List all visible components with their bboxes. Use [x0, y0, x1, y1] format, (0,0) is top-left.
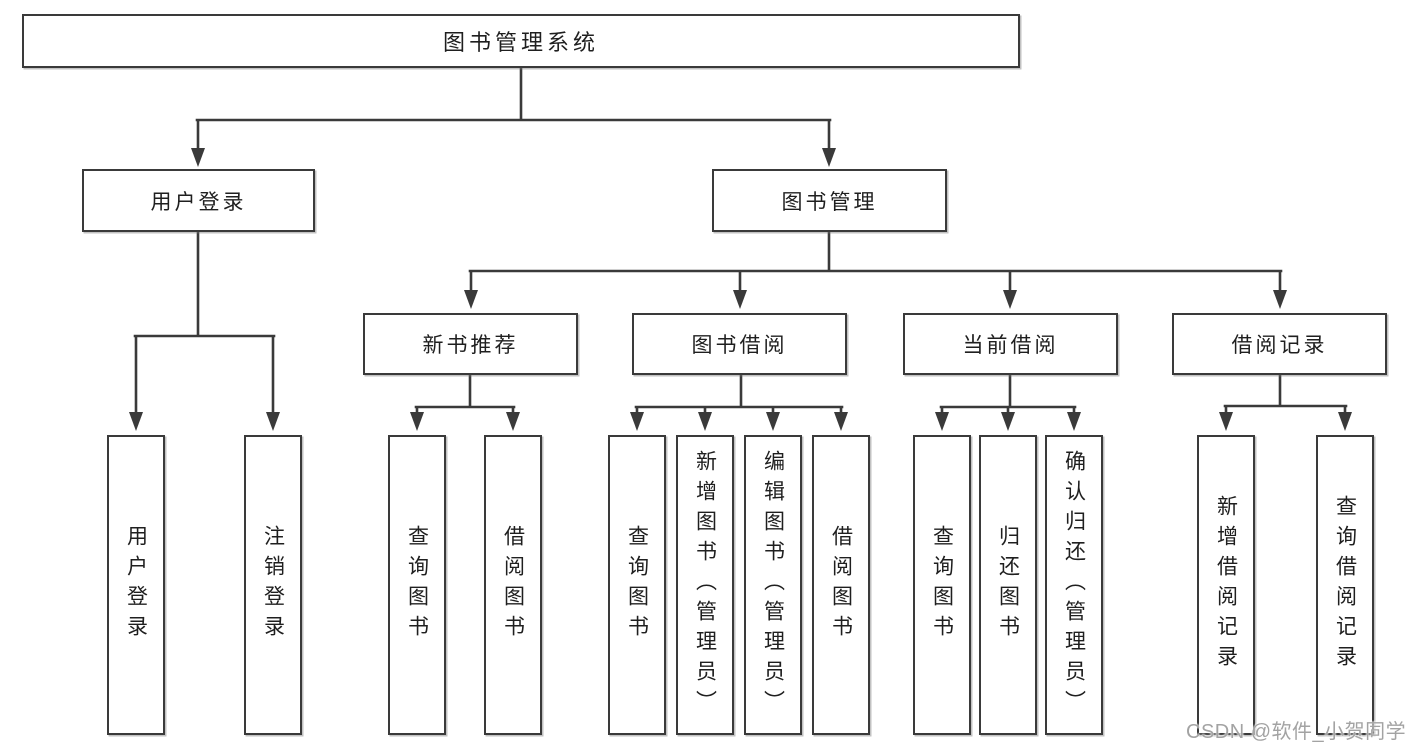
node-new-book-recommend: 新书推荐 — [363, 313, 578, 375]
leaf-label: 新增图书（管理员） — [693, 450, 717, 720]
leaf-borrow-add-books-admin: 新增图书（管理员） — [676, 435, 734, 735]
node-book-borrowing: 图书借阅 — [632, 313, 847, 375]
leaf-current-query-books: 查询图书 — [913, 435, 971, 735]
leaf-newbook-borrow-books: 借阅图书 — [484, 435, 542, 735]
leaf-newbook-query-books: 查询图书 — [388, 435, 446, 735]
node-borrowing-records: 借阅记录 — [1172, 313, 1387, 375]
leaf-label: 新增借阅记录 — [1214, 495, 1238, 675]
leaf-label: 归还图书 — [996, 525, 1020, 645]
node-label: 图书借阅 — [691, 334, 788, 357]
node-label: 新书推荐 — [422, 334, 519, 357]
leaf-label: 查询图书 — [625, 525, 649, 645]
leaf-current-confirm-return-admin: 确认归还（管理员） — [1045, 435, 1103, 735]
leaf-label: 查询借阅记录 — [1333, 495, 1357, 675]
leaf-label: 查询图书 — [405, 525, 429, 645]
leaf-label: 查询图书 — [930, 525, 954, 645]
leaf-user-login: 用户登录 — [107, 435, 165, 735]
leaf-label: 借阅图书 — [829, 525, 853, 645]
node-current-borrowing: 当前借阅 — [903, 313, 1118, 375]
leaf-label: 注销登录 — [261, 525, 285, 645]
leaf-records-add-record: 新增借阅记录 — [1197, 435, 1255, 735]
leaf-borrow-borrow-books: 借阅图书 — [812, 435, 870, 735]
leaf-label: 用户登录 — [124, 525, 148, 645]
leaf-records-query-record: 查询借阅记录 — [1316, 435, 1374, 735]
node-label: 图书管理 — [781, 190, 878, 214]
node-label: 借阅记录 — [1231, 334, 1328, 357]
csdn-watermark: CSDN @软件_小贺同学 — [1186, 721, 1405, 743]
leaf-logout: 注销登录 — [244, 435, 302, 735]
node-label: 图书管理系统 — [442, 30, 599, 55]
leaf-label: 编辑图书（管理员） — [761, 450, 785, 720]
node-label: 用户登录 — [150, 190, 247, 214]
leaf-label: 借阅图书 — [501, 525, 525, 645]
node-label: 当前借阅 — [962, 334, 1059, 357]
node-book-management: 图书管理 — [712, 169, 947, 232]
node-library-management-system: 图书管理系统 — [22, 14, 1020, 68]
leaf-borrow-edit-books-admin: 编辑图书（管理员） — [744, 435, 802, 735]
leaf-current-return-books: 归还图书 — [979, 435, 1037, 735]
leaf-borrow-query-books: 查询图书 — [608, 435, 666, 735]
leaf-label: 确认归还（管理员） — [1062, 450, 1086, 720]
node-user-login: 用户登录 — [82, 169, 315, 232]
